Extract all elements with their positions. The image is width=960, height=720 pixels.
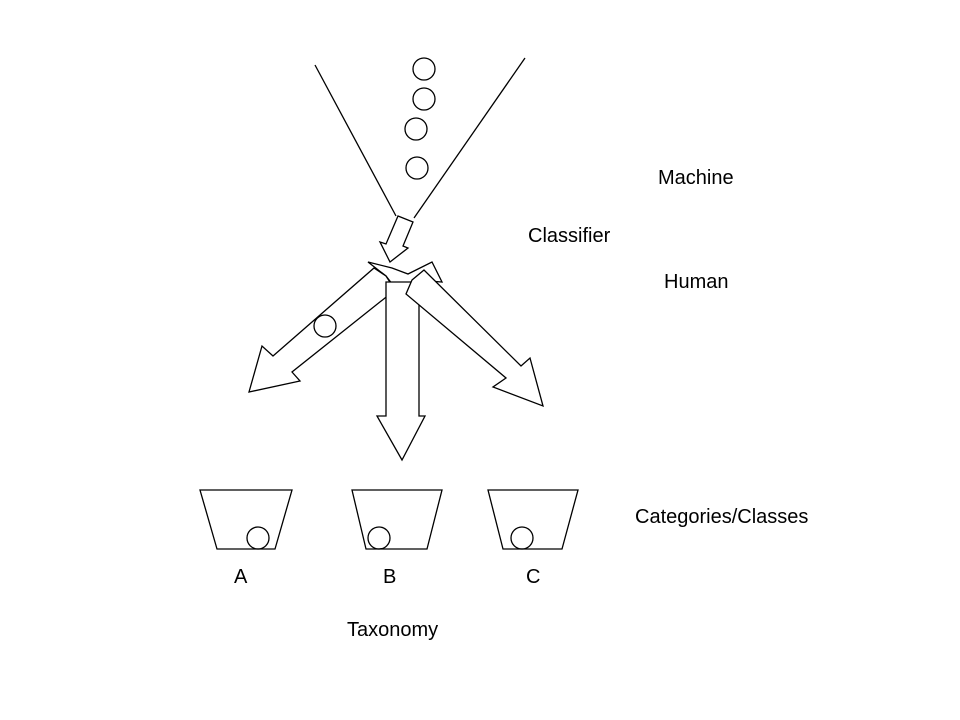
route-arrow-b bbox=[375, 281, 427, 462]
bin-b-item bbox=[367, 526, 391, 550]
label-machine: Machine bbox=[658, 167, 734, 189]
item-circle-3 bbox=[404, 117, 428, 141]
item-circle-4 bbox=[405, 156, 429, 180]
item-circle-1 bbox=[412, 57, 436, 81]
item-circle-routed bbox=[313, 314, 337, 338]
item-circle-2 bbox=[412, 87, 436, 111]
route-arrow-c bbox=[405, 269, 544, 408]
funnel-right-edge bbox=[413, 57, 526, 219]
bin-a-item bbox=[246, 526, 270, 550]
bin-b bbox=[351, 489, 443, 550]
bin-c bbox=[487, 489, 579, 550]
label-categories: Categories/Classes bbox=[635, 506, 809, 528]
funnel-output-arrow bbox=[378, 215, 414, 263]
label-taxonomy: Taxonomy bbox=[347, 619, 439, 641]
label-classifier: Classifier bbox=[528, 225, 611, 247]
funnel-left-edge bbox=[314, 64, 397, 217]
bin-label-c: C bbox=[526, 566, 541, 588]
bin-label-a: A bbox=[234, 566, 248, 588]
label-human: Human bbox=[664, 271, 729, 293]
bin-a bbox=[199, 489, 293, 550]
bin-label-b: B bbox=[383, 566, 397, 588]
bin-c-item bbox=[510, 526, 534, 550]
route-arrow-a bbox=[248, 267, 396, 393]
